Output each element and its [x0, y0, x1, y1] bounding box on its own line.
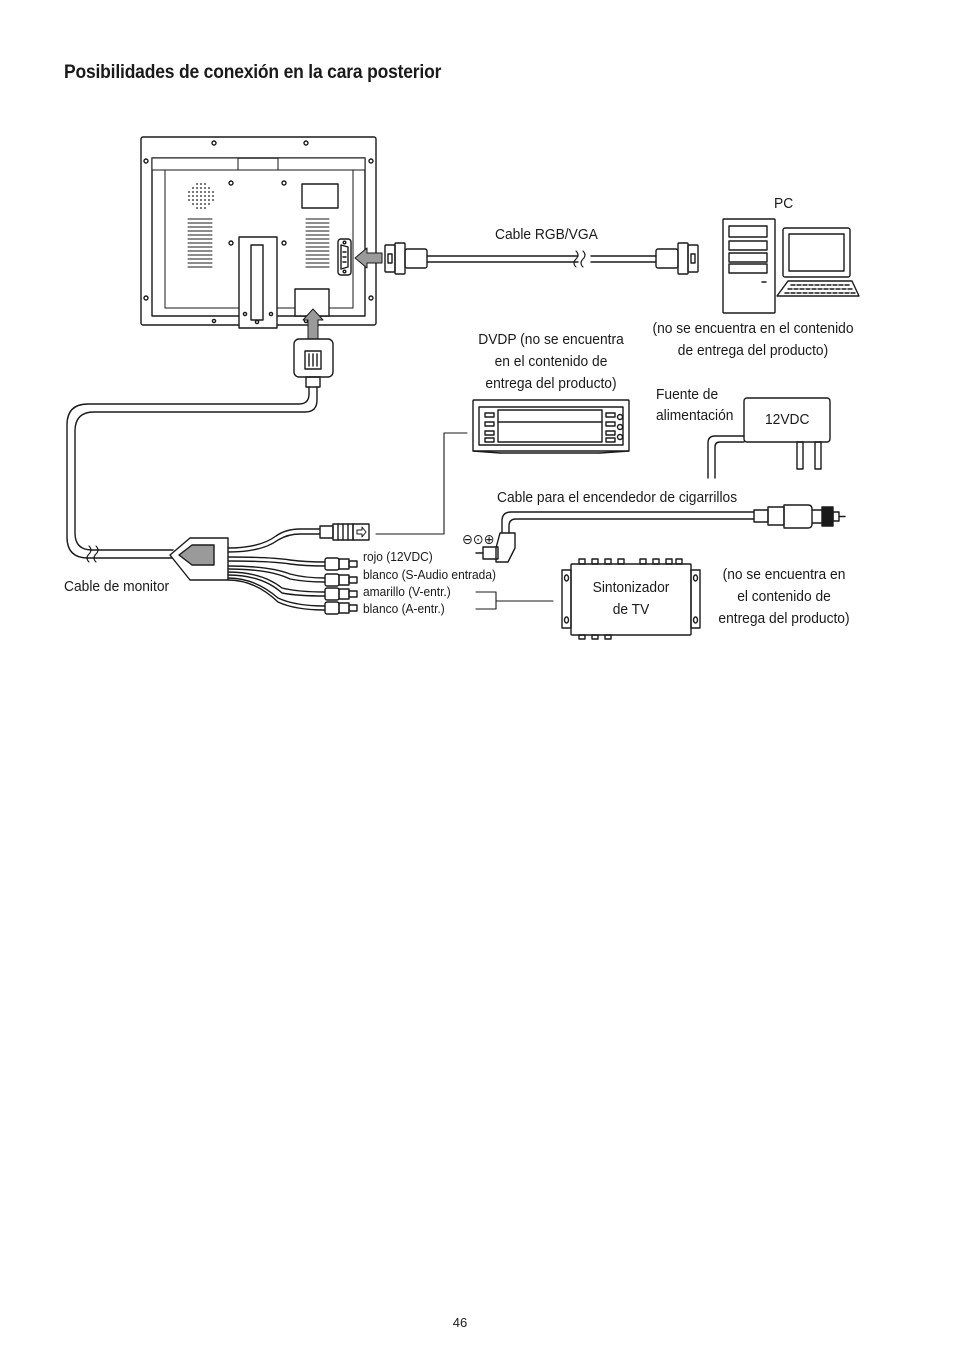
monitor-cable: [66, 338, 370, 615]
vga-cable: [384, 242, 699, 275]
dvdp-label-line-1: DVDP (no se encuentra: [478, 331, 624, 348]
rca-plug-red: [324, 557, 358, 571]
rca-plug-white-a: [324, 601, 358, 615]
rca-plug-white-s: [324, 573, 358, 587]
tuner-label-line-2: de TV: [612, 601, 650, 618]
page-title: Posibilidades de conexión en la cara pos…: [64, 62, 442, 83]
vent-left: [187, 218, 213, 268]
wire-white-a-label: blanco (A-entr.): [363, 601, 445, 616]
psu-voltage-label: 12VDC: [765, 411, 810, 428]
tuner-note-line-2: el contenido de: [737, 588, 831, 605]
wire-red-label: rojo (12VDC): [363, 549, 433, 564]
wire-yellow-label: amarillo (V-entr.): [363, 584, 451, 599]
monitor-rear: [140, 136, 377, 329]
tuner-label-line-1: Sintonizador: [592, 579, 670, 596]
psu-label-line-1: Fuente de: [656, 386, 719, 403]
cable-rgb-label: Cable RGB/VGA: [495, 226, 598, 243]
vent-right: [305, 218, 330, 268]
tuner-link-bracket: [475, 591, 497, 610]
power-supply-icon: [707, 397, 831, 479]
tuner-note-line-1: (no se encuentra en: [722, 566, 846, 583]
pc-note-line-2: de entrega del producto): [677, 342, 829, 359]
pc-note-line-1: (no se encuentra en el contenido: [652, 320, 854, 337]
tuner-note-line-3: entrega del producto): [718, 610, 850, 627]
dvd-link-line: [375, 432, 468, 535]
cigarette-cable-label: Cable para el encendedor de cigarrillos: [497, 489, 738, 506]
monitor-cable-label: Cable de monitor: [64, 578, 170, 595]
pc-label: PC: [774, 195, 794, 212]
tv-tuner-icon: [561, 558, 701, 640]
cigarette-cable: [475, 504, 846, 563]
arrow-vga-icon: [354, 247, 383, 269]
dvdp-label-line-2: en el contenido de: [494, 353, 608, 370]
dvd-player-icon: [472, 399, 630, 454]
wire-white-s-label: blanco (S-Audio entrada): [363, 567, 496, 582]
psu-label-line-2: alimentación: [656, 407, 734, 424]
page-number: 46: [452, 1315, 468, 1330]
rca-plug-yellow: [324, 587, 358, 601]
dvdp-label-line-3: entrega del producto): [485, 375, 617, 392]
pc-icon: [722, 218, 860, 314]
speaker-grille: [188, 183, 214, 209]
polarity-symbol: ⊖⊙⊕: [462, 531, 495, 547]
